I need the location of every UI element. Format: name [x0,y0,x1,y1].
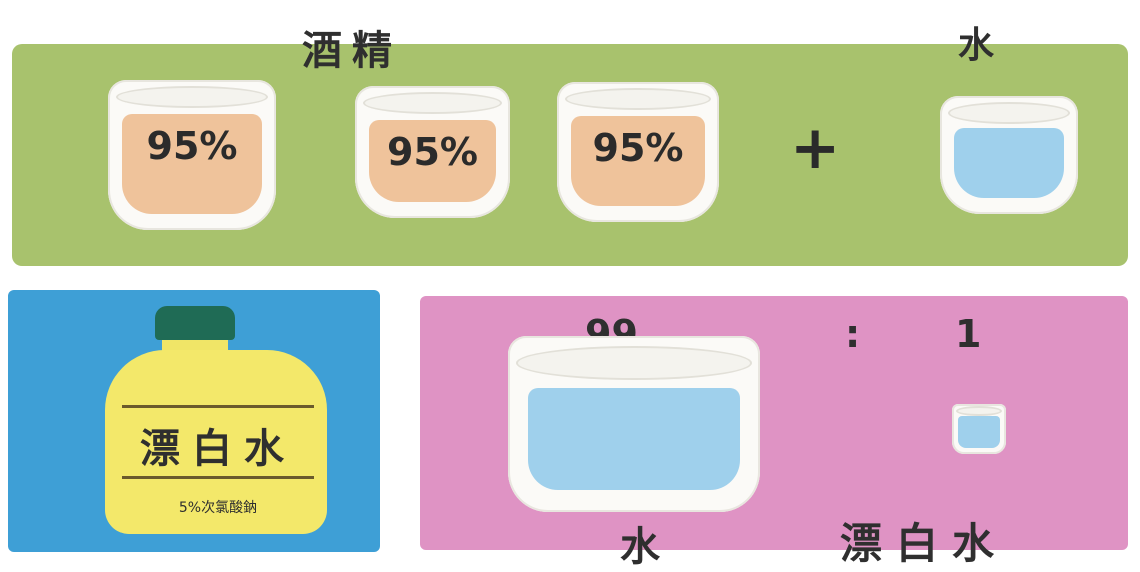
alcohol-liquid [122,114,262,214]
alcohol-percent-label: 95% [387,130,478,174]
ratio-colon: : [845,312,861,356]
bottle-label-line-top [122,405,314,408]
water-title-top: 水 [958,25,995,66]
bottle-cap [155,306,235,340]
ratio-bleach-value: 1 [955,312,982,356]
water-liquid [954,128,1064,198]
alcohol-liquid [369,120,496,202]
water-glass-top [940,96,1078,214]
alcohol-percent-label: 95% [592,126,684,170]
alcohol-title: 酒精 [302,28,402,74]
plus-sign: + [790,113,841,183]
bleach-liquid [958,416,1000,448]
water-glass-large [508,336,760,512]
alcohol-glass-1: 95% [108,80,276,230]
glass-rim [363,92,502,114]
glass-rim [565,88,711,110]
bottle-sublabel: 5%次氯酸鈉 [178,500,258,516]
water-label-bottom: 水 [620,524,660,570]
water-liquid [528,388,740,490]
bleach-glass-small [952,404,1006,454]
alcohol-glass-2: 95% [355,86,510,218]
bleach-bottle [105,350,327,534]
glass-rim [516,346,752,380]
alcohol-glass-3: 95% [557,82,719,222]
bottle-label-line-bottom [122,476,314,479]
glass-rim [948,102,1070,124]
alcohol-percent-label: 95% [146,124,238,168]
glass-rim [956,406,1002,416]
bleach-label-bottom: 漂白水 [840,519,1009,568]
alcohol-liquid [571,116,705,206]
glass-rim [116,86,268,108]
bottle-label: 漂白水 [140,426,296,472]
